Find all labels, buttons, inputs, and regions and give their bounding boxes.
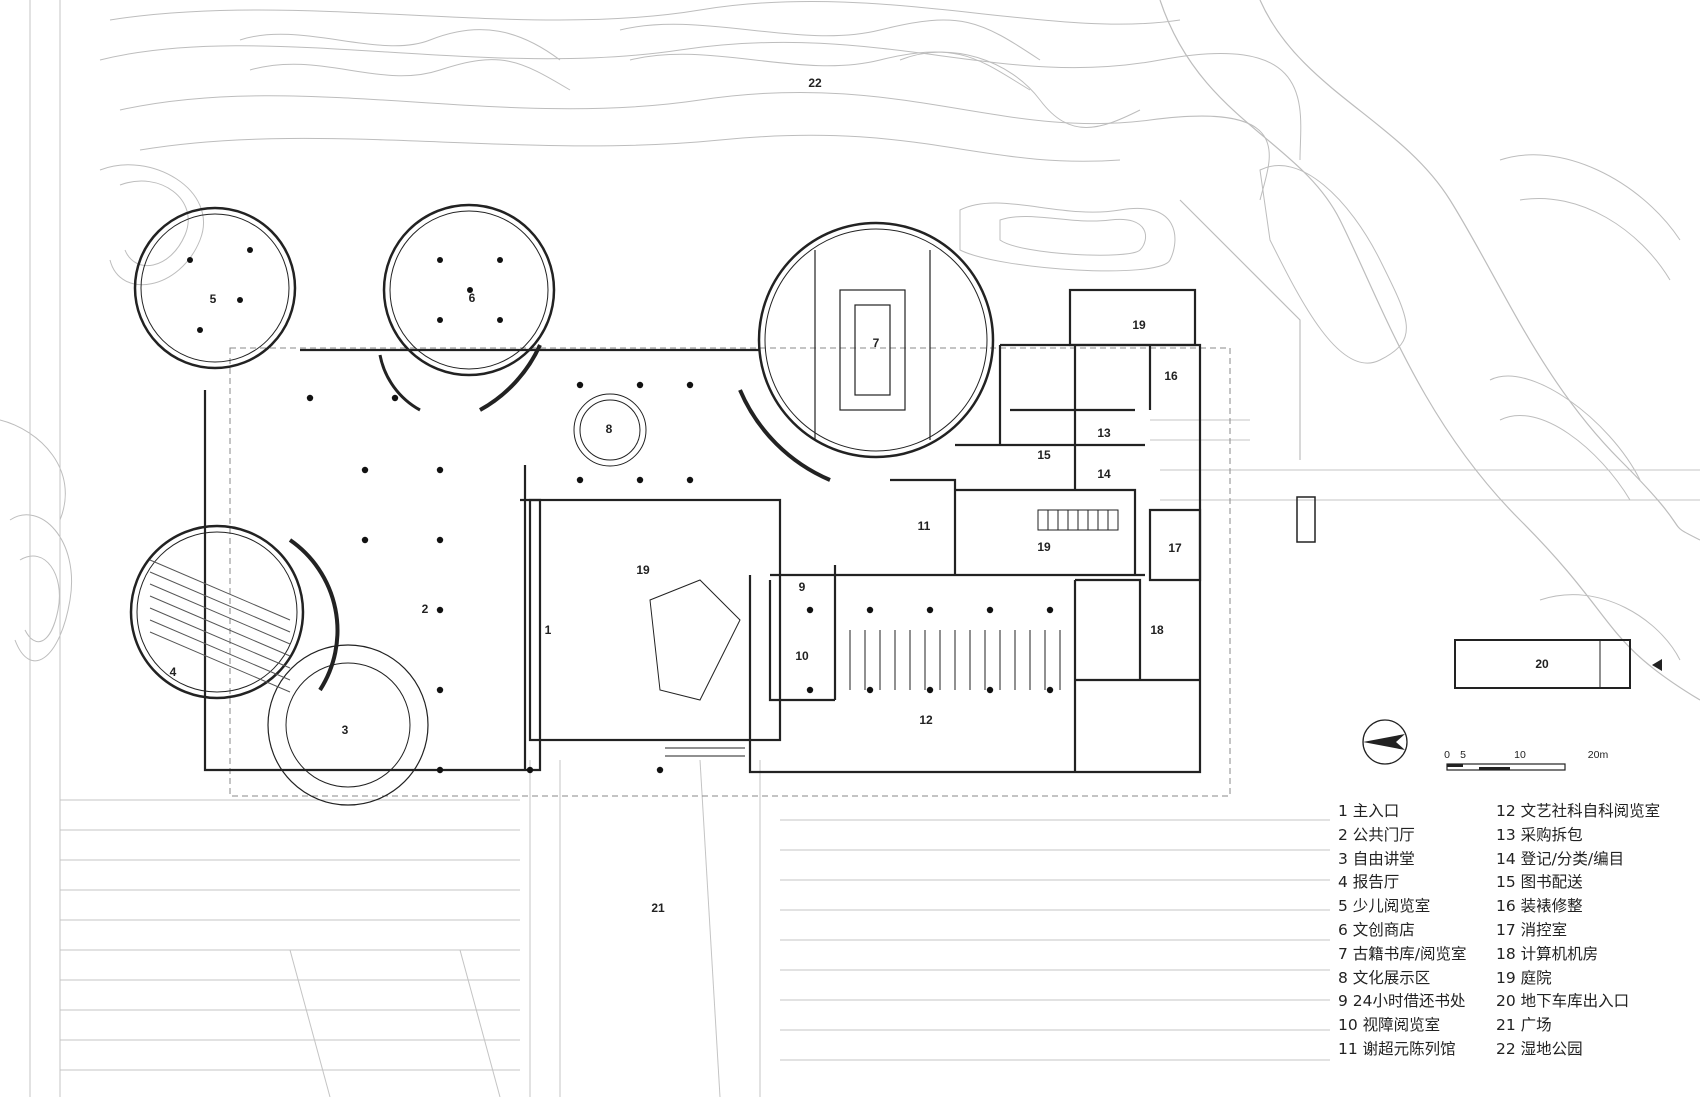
legend-item: 17 消控室 [1496, 920, 1568, 939]
room-label: 1 [545, 623, 552, 637]
room-label: 3 [342, 723, 349, 737]
legend-item: 5 少儿阅览室 [1338, 897, 1431, 916]
auditorium-seating [149, 559, 291, 693]
room-label: 18 [1150, 623, 1164, 637]
room-label: 14 [1097, 467, 1111, 481]
circular-pavilions [129, 203, 995, 806]
room-label: 8 [606, 422, 613, 436]
ancient-books-stack [814, 250, 931, 440]
legend-item: 22 湿地公园 [1496, 1039, 1583, 1058]
room-label: 6 [469, 291, 476, 305]
legend-item: 18 计算机机房 [1496, 944, 1599, 963]
room-label: 15 [1037, 448, 1051, 462]
room-label: 12 [919, 713, 933, 727]
legend-item: 19 庭院 [1496, 968, 1552, 987]
scale-tick: 10 [1514, 749, 1526, 761]
bookshelves [849, 630, 1061, 690]
wetland-contours [0, 0, 1681, 662]
legend-item: 11 谢超元陈列馆 [1338, 1039, 1456, 1058]
legend-item: 10 视障阅览室 [1338, 1016, 1441, 1035]
legend-item: 13 采购拆包 [1496, 825, 1583, 844]
room-label: 13 [1097, 426, 1111, 440]
legend-item: 3 自由讲堂 [1338, 849, 1415, 868]
room-labels: 1 2 3 4 5 6 7 8 9 10 11 12 13 14 15 16 1… [170, 76, 1549, 915]
room-label: 11 [918, 519, 931, 533]
scale-tick: 0 [1444, 749, 1450, 761]
columns [187, 247, 1054, 774]
room-label: 9 [799, 580, 806, 594]
legend-item: 14 登记/分类/编目 [1496, 849, 1625, 868]
legend-item: 1 主入口 [1338, 802, 1400, 820]
room-label: 7 [873, 336, 880, 350]
room-label: 22 [808, 76, 822, 90]
legend-item: 21 广场 [1496, 1016, 1552, 1035]
room-legend: 1 主入口 2 公共门厅 3 自由讲堂 4 报告厅 5 少儿阅览室 6 文创商店… [1338, 800, 1688, 1070]
legend-item: 6 文创商店 [1338, 920, 1415, 939]
room-label: 20 [1535, 657, 1549, 671]
entry-triangle-icon [1652, 659, 1662, 671]
plaza-paving [29, 0, 1700, 1097]
room-label: 19 [636, 563, 650, 577]
legend-item: 4 报告厅 [1338, 873, 1400, 892]
upper-floor-outline [229, 347, 1231, 797]
garage-ramp [1296, 496, 1631, 689]
legend-item: 20 地下车库出入口 [1496, 992, 1630, 1011]
room-label: 10 [795, 649, 809, 663]
legend-item: 8 文化展示区 [1338, 968, 1431, 987]
legend-item: 16 装裱修整 [1496, 897, 1583, 916]
room-label: 21 [651, 901, 665, 915]
room-label: 17 [1168, 541, 1182, 555]
legend-item: 9 24小时借还书处 [1338, 992, 1466, 1011]
legend-item: 15 图书配送 [1496, 873, 1583, 892]
room-label: 16 [1164, 369, 1178, 383]
room-label: 2 [422, 602, 429, 616]
room-label: 5 [210, 292, 217, 306]
building-walls [203, 288, 1202, 774]
legend-item: 12 文艺社科自科阅览室 [1496, 802, 1661, 820]
scale-tick: 20m [1588, 749, 1609, 761]
scale-bar: 0 5 10 20m [1444, 749, 1609, 771]
road-outlines [1159, 0, 1700, 701]
legend-item: 7 古籍书库/阅览室 [1338, 944, 1467, 963]
room-label: 19 [1037, 540, 1051, 554]
legend-item: 2 公共门厅 [1338, 825, 1415, 844]
room-label: 4 [170, 665, 177, 679]
north-arrow-icon [1362, 719, 1408, 765]
scale-tick: 5 [1460, 749, 1466, 761]
courtyard-steps [649, 509, 1119, 757]
room-label: 19 [1132, 318, 1146, 332]
